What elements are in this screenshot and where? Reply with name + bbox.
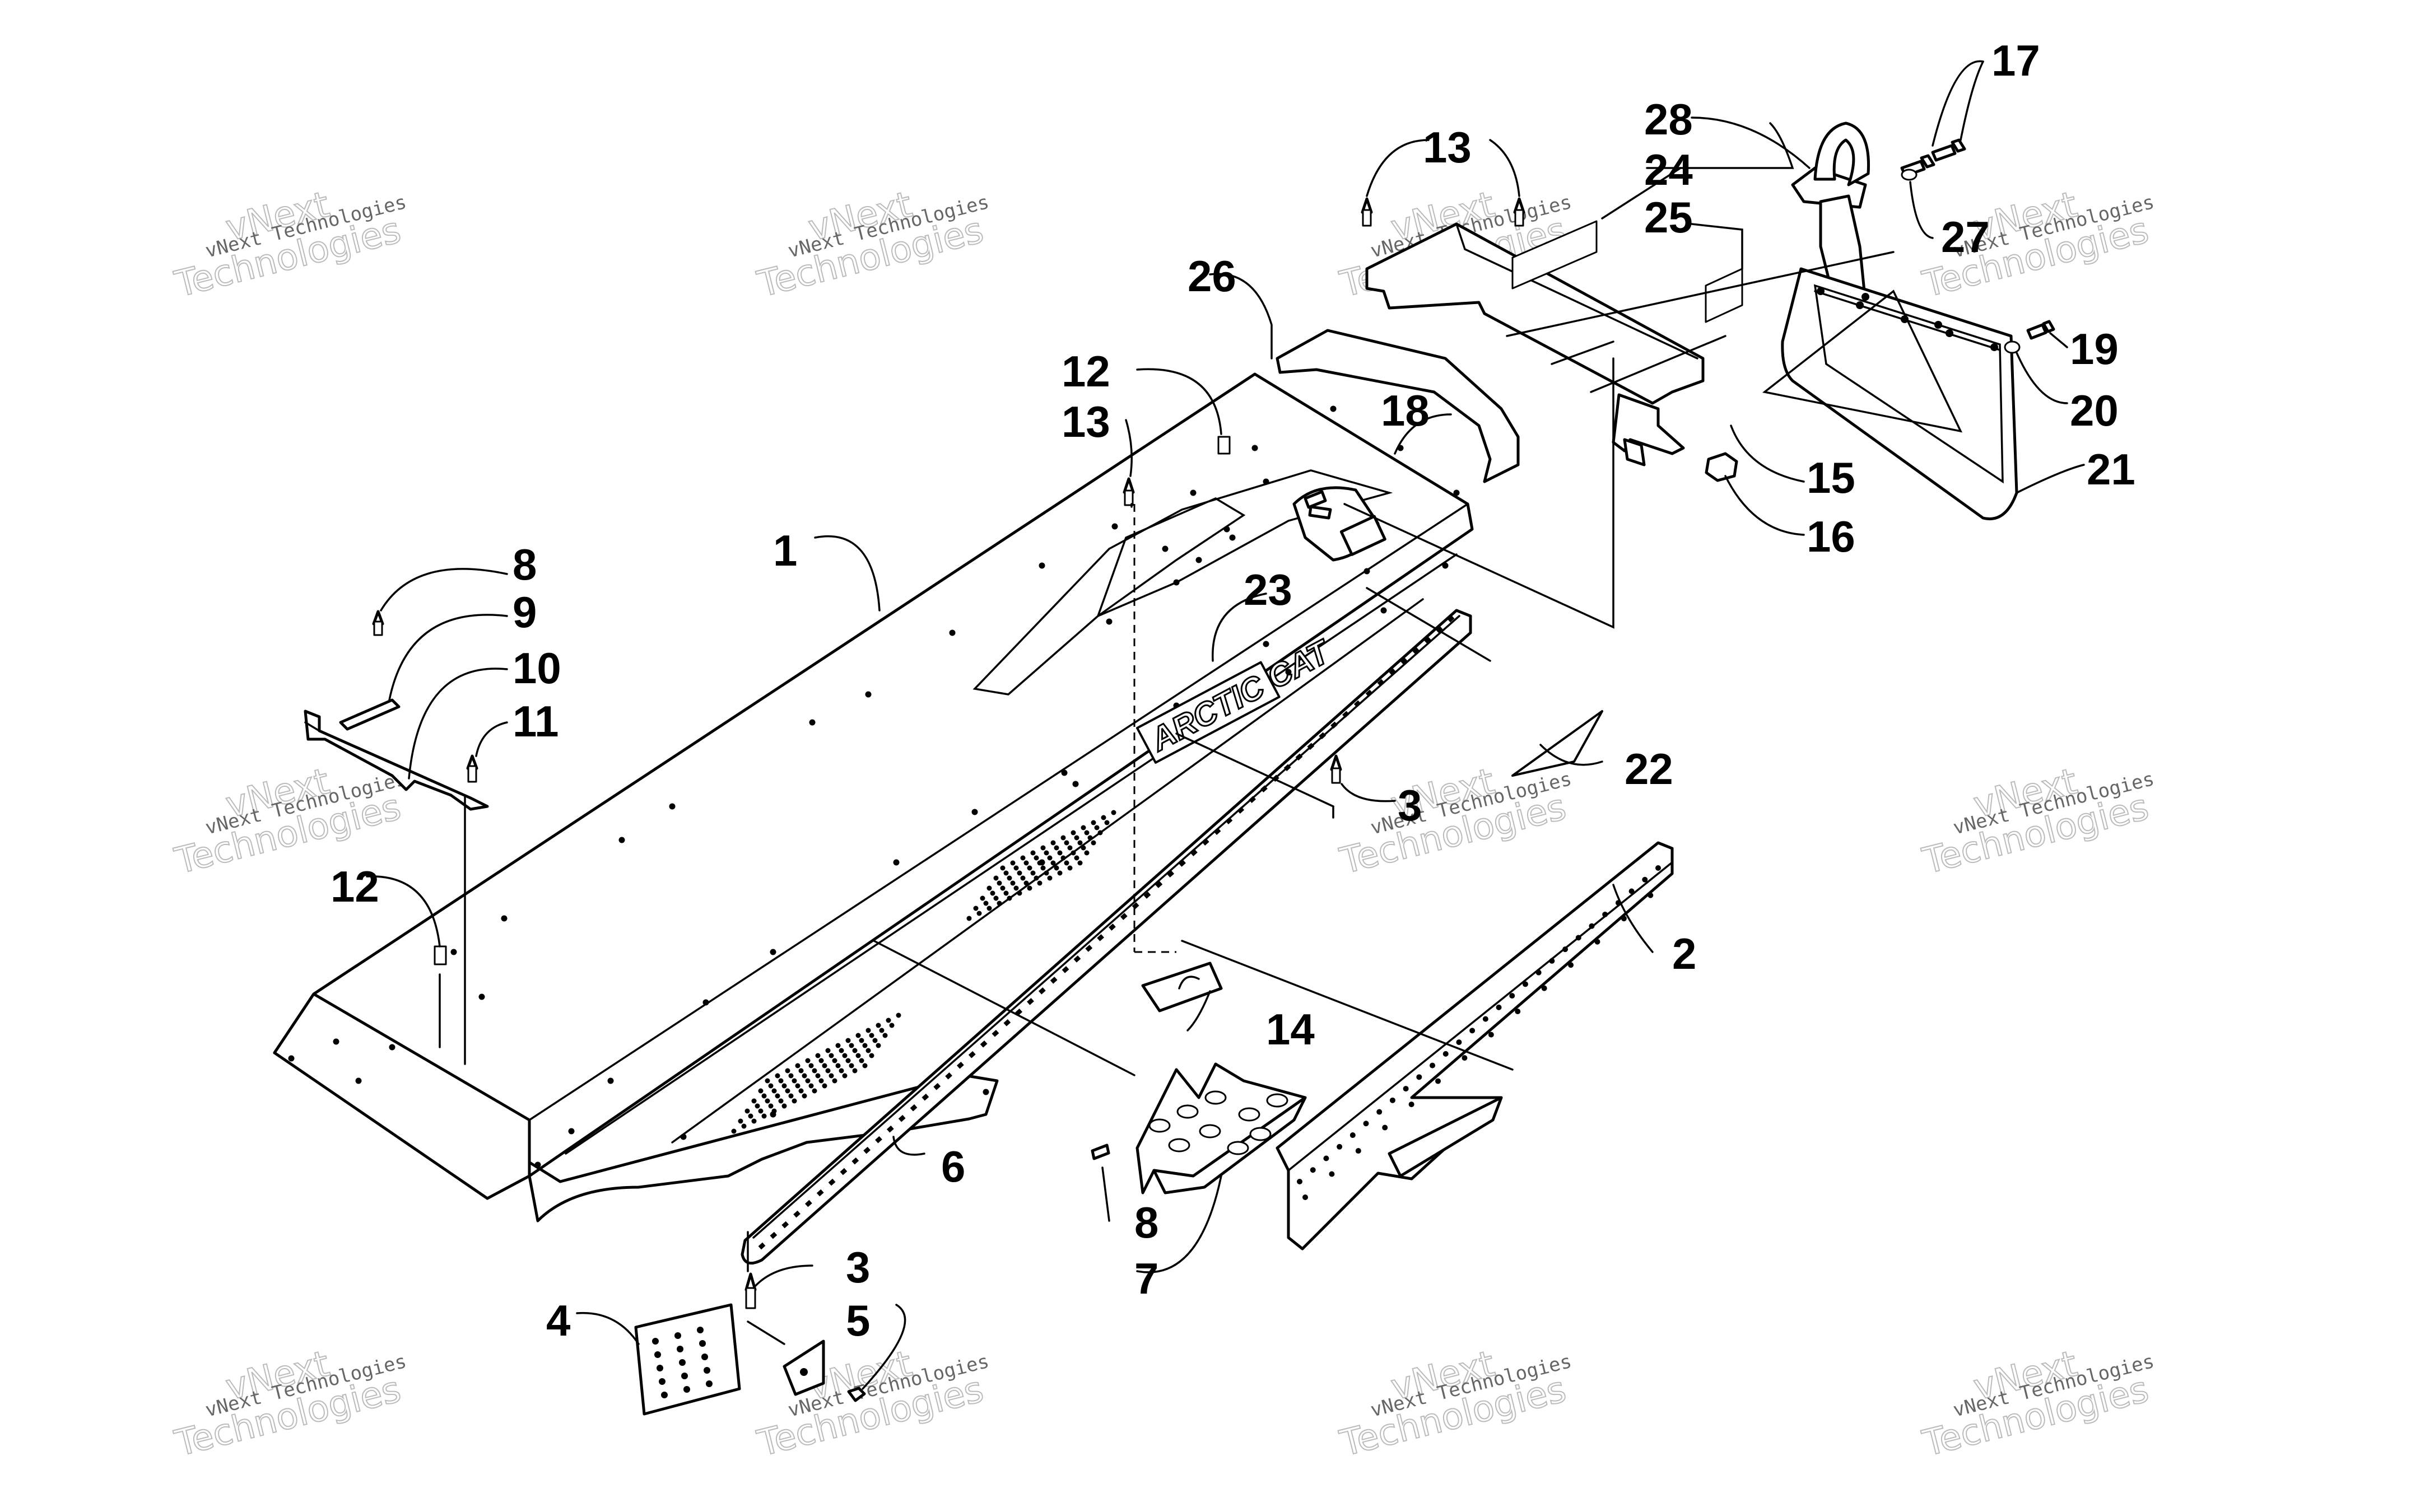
- reflector-part-22: [1511, 710, 1603, 777]
- callout-26: 26: [1188, 251, 1236, 301]
- screw-part-11: [466, 754, 478, 783]
- screw-part-13-top: [1123, 477, 1135, 506]
- rivet-part-3-upper: [1330, 754, 1342, 784]
- leader-lines: [366, 60, 2085, 1390]
- callout-24: 24: [1644, 145, 1693, 194]
- screw-part-8-lower: [1091, 1144, 1110, 1160]
- callout-20: 20: [2070, 386, 2119, 435]
- callout-2: 2: [1672, 929, 1696, 978]
- backing-part-5: [783, 1340, 825, 1396]
- washer-part-20: [2004, 340, 2021, 354]
- callout-6: 6: [941, 1142, 965, 1191]
- screw-part-13-hitch-a: [1361, 197, 1373, 227]
- plate-part-4: [634, 1303, 741, 1416]
- callout-28: 28: [1644, 95, 1693, 144]
- callout-3-upper: 3: [1398, 781, 1422, 830]
- callout-13-mid: 13: [1062, 397, 1110, 446]
- callout-15: 15: [1807, 453, 1855, 502]
- slide-rail-part-6: [741, 609, 1472, 1265]
- callout-27: 27: [1941, 212, 1990, 262]
- hitch-arm-part-26: [1276, 329, 1520, 483]
- callout-12-left: 12: [331, 862, 379, 911]
- callout-5: 5: [846, 1296, 870, 1345]
- callout-11: 11: [513, 697, 559, 746]
- callout-8-lower: 8: [1134, 1198, 1158, 1247]
- decal-part-25: [1705, 268, 1743, 323]
- callout-1: 1: [773, 526, 797, 575]
- callout-7: 7: [1134, 1254, 1158, 1303]
- washer-part-27: [1901, 169, 1918, 181]
- callout-23: 23: [1244, 565, 1292, 614]
- hitch-pin-part-28: [1791, 122, 1870, 315]
- nut-part-12-left: [434, 945, 447, 965]
- bracket-part-14: [1141, 962, 1223, 1012]
- callout-8-top: 8: [513, 540, 537, 589]
- flap-bracket-part-10: [304, 698, 489, 811]
- callout-21: 21: [2087, 445, 2135, 494]
- callout-4: 4: [546, 1296, 570, 1345]
- screw-part-18: [1304, 490, 1327, 509]
- nut-part-5: [847, 1387, 866, 1402]
- rear-rail-part-2: [1276, 841, 1674, 1250]
- bolt-part-17b: [1931, 138, 1966, 162]
- nut-part-12-top: [1217, 436, 1231, 455]
- callout-10: 10: [513, 643, 561, 693]
- callout-16: 16: [1807, 512, 1855, 561]
- bolt-part-19: [2026, 320, 2055, 340]
- callout-3-lower: 3: [846, 1243, 870, 1292]
- decal-part-24: [1511, 220, 1598, 290]
- callout-12-top: 12: [1062, 347, 1110, 396]
- callout-17: 17: [1991, 36, 2040, 85]
- callout-22: 22: [1625, 744, 1673, 794]
- callout-9: 9: [513, 587, 537, 637]
- callout-14: 14: [1266, 1005, 1315, 1054]
- screw-part-8-top: [372, 610, 384, 636]
- running-board-part-7: [1135, 1062, 1307, 1194]
- nut-part-16: [1705, 452, 1738, 482]
- assembly-lines: [439, 251, 1963, 1345]
- hitch-bracket-part-15: [1365, 222, 1705, 466]
- callout-labels: 1 2 3 3 4 5 6 7 8 8 9 10 11 12 12 12 13 …: [331, 36, 2135, 1345]
- callout-13-hitch: 13: [1423, 123, 1472, 172]
- screw-part-13-hitch-b: [1513, 197, 1525, 227]
- callout-19: 19: [2070, 324, 2119, 374]
- callout-25: 25: [1644, 193, 1693, 242]
- rivet-part-3-lower: [744, 1272, 757, 1309]
- callout-18: 18: [1381, 386, 1430, 435]
